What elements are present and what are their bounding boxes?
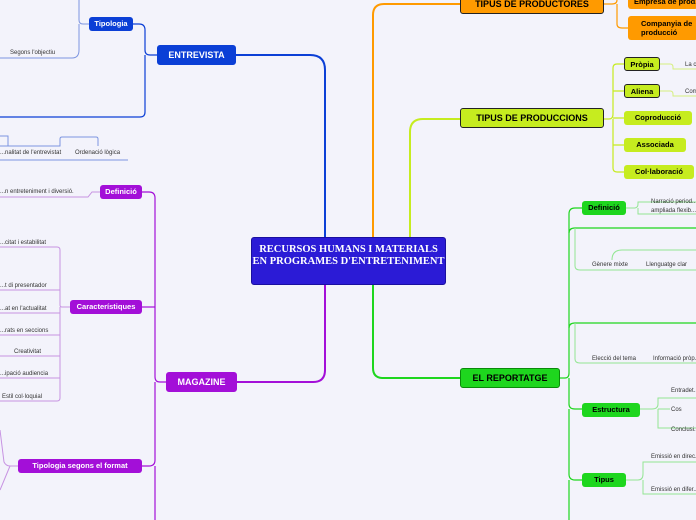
leaf-segons-objectiu[interactable]: Segons l'objectiu: [10, 50, 56, 56]
connector-estructura-leaves: [640, 397, 696, 429]
node-entrevista[interactable]: ENTREVISTA: [157, 45, 236, 65]
leaf-aliena[interactable]: Com...: [685, 89, 696, 95]
leaf-finalitat-entrevistat[interactable]: ...nalitat de l'entrevistat: [0, 150, 62, 156]
leaf-car-7[interactable]: Estil col·loquial: [2, 394, 43, 400]
connector-produccions: [409, 118, 460, 237]
leaf-propia[interactable]: La c...: [685, 62, 696, 68]
leaf-magazine-definicio-text[interactable]: ...n entreteniment i diversió.: [0, 189, 74, 195]
leaf-emissio-directe[interactable]: Emissió en direc...: [651, 454, 696, 460]
connector-magazine-tipologia: [142, 382, 156, 467]
node-aliena[interactable]: Aliena: [624, 84, 660, 98]
connector-reportatge-lower: [568, 378, 582, 520]
connector-produccions-leaves: [660, 63, 696, 97]
connector-car-items: [0, 289, 60, 379]
node-empresa-produccio[interactable]: Empresa de prod...: [628, 0, 696, 9]
leaf-genere-mixte[interactable]: Gènere mixte: [592, 262, 629, 268]
leaf-def-text-2[interactable]: ampliada flexib...: [651, 208, 696, 214]
node-magazine-tipologia-format[interactable]: Tipologia segons el format: [18, 459, 142, 473]
node-magazine-definicio[interactable]: Definició: [100, 185, 142, 199]
connector-tipologia-up: [78, 0, 89, 25]
connector-entrevista-lower: [0, 55, 146, 118]
connector-magazine: [237, 285, 326, 383]
leaf-eleccio-tema[interactable]: Elecció del tema: [592, 356, 637, 362]
leaf-car-6[interactable]: ...ipació audiencia: [0, 371, 49, 377]
connector-tipus-leaves: [626, 461, 696, 495]
connector-entrevista-tipologia: [133, 23, 157, 56]
node-el-reportatge[interactable]: EL REPORTATGE: [460, 368, 560, 388]
connector-productores-children: [604, 0, 628, 29]
leaf-car-1[interactable]: ...citat i estabilitat: [0, 240, 47, 246]
connector-def-leaves: [626, 201, 696, 215]
leaf-informacio[interactable]: Informació pròp...: [653, 356, 696, 362]
connector-entrevista: [236, 54, 326, 237]
central-topic[interactable]: RECURSOS HUMANS I MATERIALS EN PROGRAMES…: [251, 237, 446, 285]
leaf-ordenacio-logica[interactable]: Ordenació lògica: [75, 150, 121, 156]
connector-productores: [372, 3, 460, 237]
connector-reportatge-groups: [568, 227, 696, 329]
node-magazine[interactable]: MAGAZINE: [166, 372, 237, 392]
node-magazine-caracteristiques[interactable]: Característiques: [70, 300, 142, 314]
leaf-emissio-diferit[interactable]: Emissió en difer...: [651, 487, 696, 493]
leaf-cos[interactable]: Cos: [671, 407, 682, 413]
leaf-llenguatge-clar[interactable]: Llenguatge clar: [646, 262, 688, 268]
node-tipus[interactable]: Tipus: [582, 473, 626, 487]
leaf-car-3[interactable]: ...at en l'actualitat: [0, 306, 47, 312]
leaf-car-5[interactable]: Creativitat: [14, 349, 42, 355]
leaf-conclusio[interactable]: Conclusi...: [671, 427, 696, 433]
connector-reportatge-definicio: [560, 207, 582, 379]
connector-eleccio-leaves: [574, 323, 696, 364]
connector-car-bottom: [0, 307, 61, 402]
node-propia[interactable]: Pròpia: [624, 57, 660, 71]
connector-car-top: [0, 246, 70, 308]
leaf-def-text-1[interactable]: Narració period...: [651, 199, 696, 205]
leaf-car-2[interactable]: ...t di presentador: [0, 283, 47, 289]
node-associada[interactable]: Associada: [624, 138, 686, 152]
node-entrevista-tipologia[interactable]: Tipologia: [89, 17, 133, 31]
leaf-entradeta[interactable]: Entradet...: [671, 388, 696, 394]
connector-reportatge: [372, 285, 460, 379]
node-col-laboracio[interactable]: Col·laboració: [624, 165, 694, 179]
connector-genere-leaves: [574, 228, 696, 271]
connector-segons: [0, 24, 80, 59]
node-tipus-produccions[interactable]: TIPUS DE PRODUCCIONS: [460, 108, 604, 128]
connector-ordenacio: [0, 136, 99, 147]
leaf-car-4[interactable]: ...rats en seccions: [0, 328, 49, 334]
connector-finalitat: [0, 135, 9, 146]
node-reportatge-definicio[interactable]: Definició: [582, 201, 626, 215]
connector-tipologia-format: [0, 429, 18, 491]
connector-definicio-text: [0, 191, 100, 198]
connector-produccions-children: [604, 63, 624, 173]
node-estructura[interactable]: Estructura: [582, 403, 640, 417]
node-tipus-productores[interactable]: TIPUS DE PRODUCTORES: [460, 0, 604, 14]
node-coproduccio[interactable]: Coproducció: [624, 111, 692, 125]
node-companyia-produccio[interactable]: Companyia de producció: [628, 16, 696, 40]
connector-magazine-definicio: [142, 191, 166, 383]
